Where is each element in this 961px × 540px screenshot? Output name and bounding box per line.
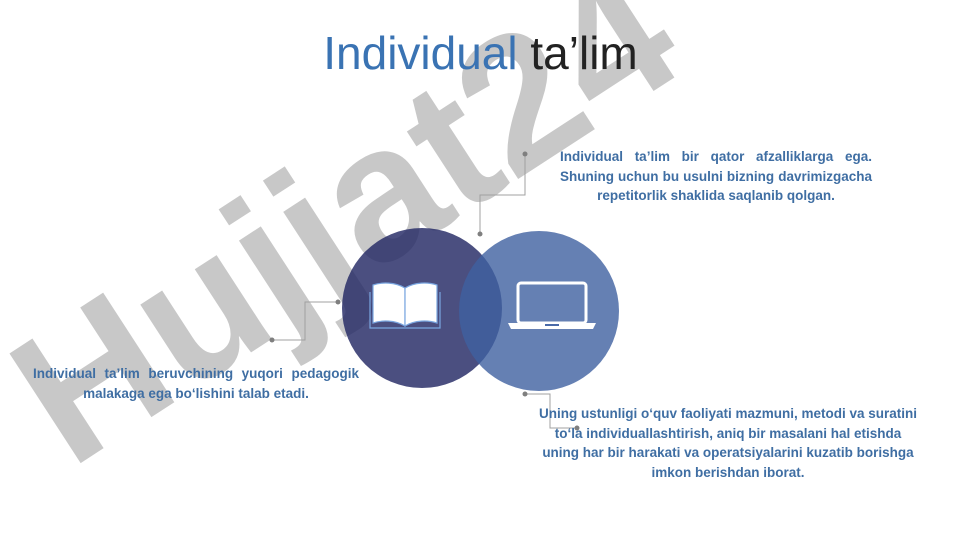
right-circle — [459, 231, 619, 391]
paragraph-teacher-qualification: Individual ta’lim beruvchining yuqori pe… — [33, 366, 359, 401]
connector-dot — [522, 391, 528, 397]
title-accent: Individual — [323, 27, 518, 79]
connector-dot — [574, 425, 580, 431]
page-title: Individual ta’lim — [0, 26, 961, 80]
laptop-icon — [508, 281, 596, 329]
connector-left — [272, 301, 338, 341]
connector-top — [479, 154, 526, 234]
connector-dot — [335, 299, 341, 305]
open-book-icon — [369, 282, 441, 329]
paragraph-individualization: Uning ustunligi o‘quv faoliyati mazmuni,… — [538, 406, 918, 480]
connector-dot — [522, 151, 528, 157]
connector-bottom — [525, 393, 577, 429]
connector-dot — [269, 337, 275, 343]
paragraph-advantages: Individual ta’lim bir qator afzalliklarg… — [560, 149, 872, 203]
title-rest: ta’lim — [530, 27, 638, 79]
connector-dot — [477, 231, 483, 237]
